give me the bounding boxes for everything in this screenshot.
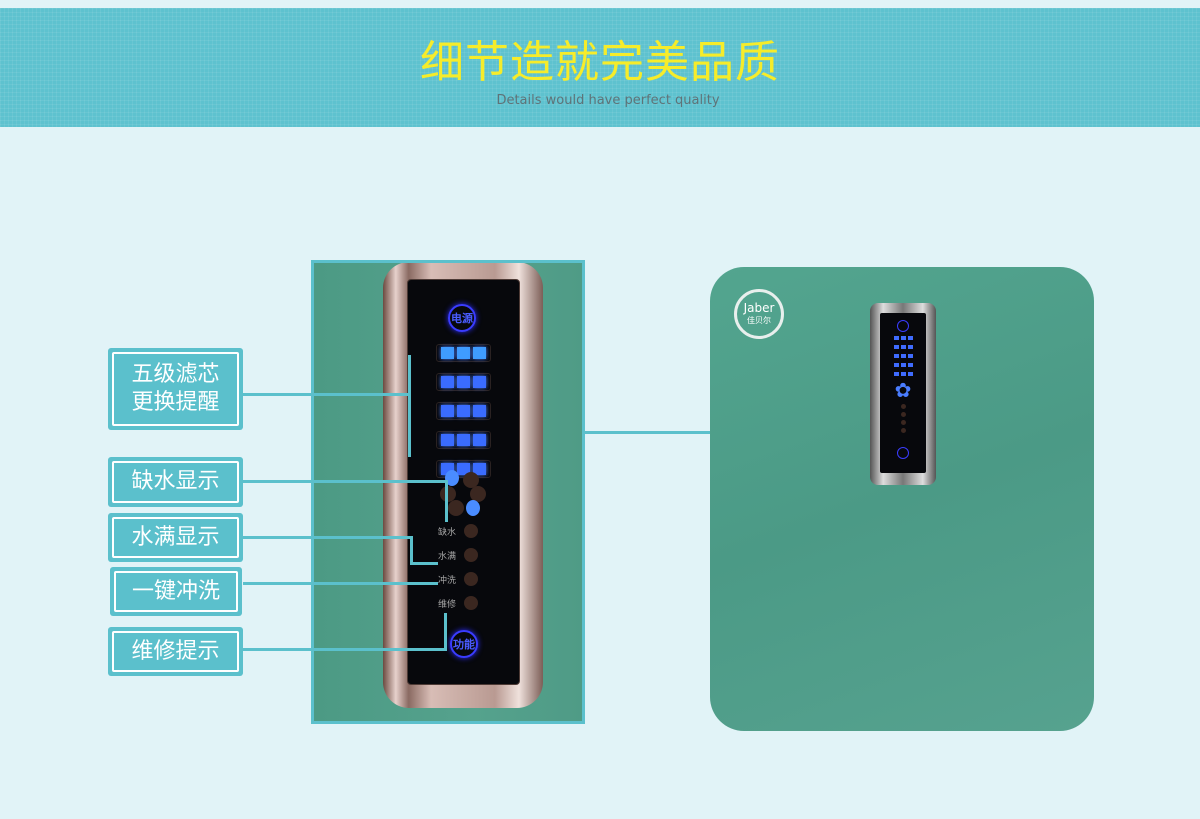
- power-button[interactable]: 电源: [448, 304, 476, 332]
- indicator-led: [464, 548, 479, 562]
- callout-text: 缺水显示: [112, 461, 239, 503]
- callout-full-water: 水满显示: [108, 513, 243, 562]
- callout-line: [243, 648, 447, 651]
- callout-text: 水满显示: [112, 517, 239, 558]
- device-screen: ✿: [880, 313, 926, 473]
- indicator-led: [464, 524, 479, 538]
- callout-line: [445, 480, 448, 522]
- callout-line: [410, 536, 413, 564]
- callout-text: 一键冲洗: [114, 571, 238, 612]
- callout-text: 维修提示: [112, 631, 239, 672]
- mini-flower-icon: ✿: [894, 378, 912, 402]
- filter-bar-4: [436, 431, 491, 449]
- mini-function-button[interactable]: [897, 447, 909, 459]
- mini-power-button[interactable]: [897, 320, 909, 332]
- callout-filter-reminder: 五级滤芯更换提醒: [108, 348, 243, 430]
- page-subtitle: Details would have perfect quality: [496, 93, 720, 108]
- indicator-led: [464, 572, 479, 586]
- indicator-led: [464, 596, 479, 610]
- indicator-label: 维修: [438, 599, 457, 610]
- callout-line: [243, 480, 448, 483]
- callout-line: [410, 562, 438, 565]
- indicator-label: 缺水: [438, 527, 457, 538]
- water-purifier-device: Jaber 佳贝尔 ✿: [710, 267, 1094, 731]
- callout-line: [243, 393, 411, 396]
- callout-line: [243, 536, 413, 539]
- water-flower-icon: [438, 468, 488, 518]
- indicator-low-water: 缺水: [438, 524, 479, 538]
- indicator-label: 水满: [438, 551, 457, 562]
- callout-line: [408, 355, 411, 457]
- callout-text: 五级滤芯: [131, 362, 220, 387]
- callout-text: 更换提醒: [131, 390, 220, 415]
- brand-name-cn: 佳贝尔: [747, 316, 771, 325]
- callout-repair: 维修提示: [108, 627, 243, 676]
- callout-line: [243, 582, 438, 585]
- callout-one-key-flush: 一键冲洗: [110, 567, 242, 616]
- header-band: [0, 8, 1200, 127]
- indicator-repair: 维修: [438, 596, 479, 610]
- page-title: 细节造就完美品质: [420, 37, 780, 88]
- brand-logo: Jaber 佳贝尔: [734, 289, 784, 339]
- indicator-label: 冲洗: [438, 575, 457, 586]
- device-control-panel: ✿: [870, 303, 936, 485]
- function-button[interactable]: 功能: [450, 630, 478, 658]
- brand-name: Jaber: [743, 301, 775, 315]
- callout-line: [444, 613, 447, 651]
- filter-level-bars: [436, 344, 491, 478]
- filter-bar-2: [436, 373, 491, 391]
- status-indicators: 缺水 水满 冲洗 维修: [438, 524, 479, 610]
- control-panel-closeup: 电源 缺水 水满 冲洗 维修 功能: [311, 260, 585, 724]
- panel-chrome-frame: 电源 缺水 水满 冲洗 维修 功能: [383, 263, 543, 708]
- callout-low-water: 缺水显示: [108, 457, 243, 507]
- connector-line: [584, 431, 710, 434]
- filter-bar-1: [436, 344, 491, 362]
- indicator-flush: 冲洗: [438, 572, 479, 586]
- indicator-full-water: 水满: [438, 548, 479, 562]
- filter-bar-3: [436, 402, 491, 420]
